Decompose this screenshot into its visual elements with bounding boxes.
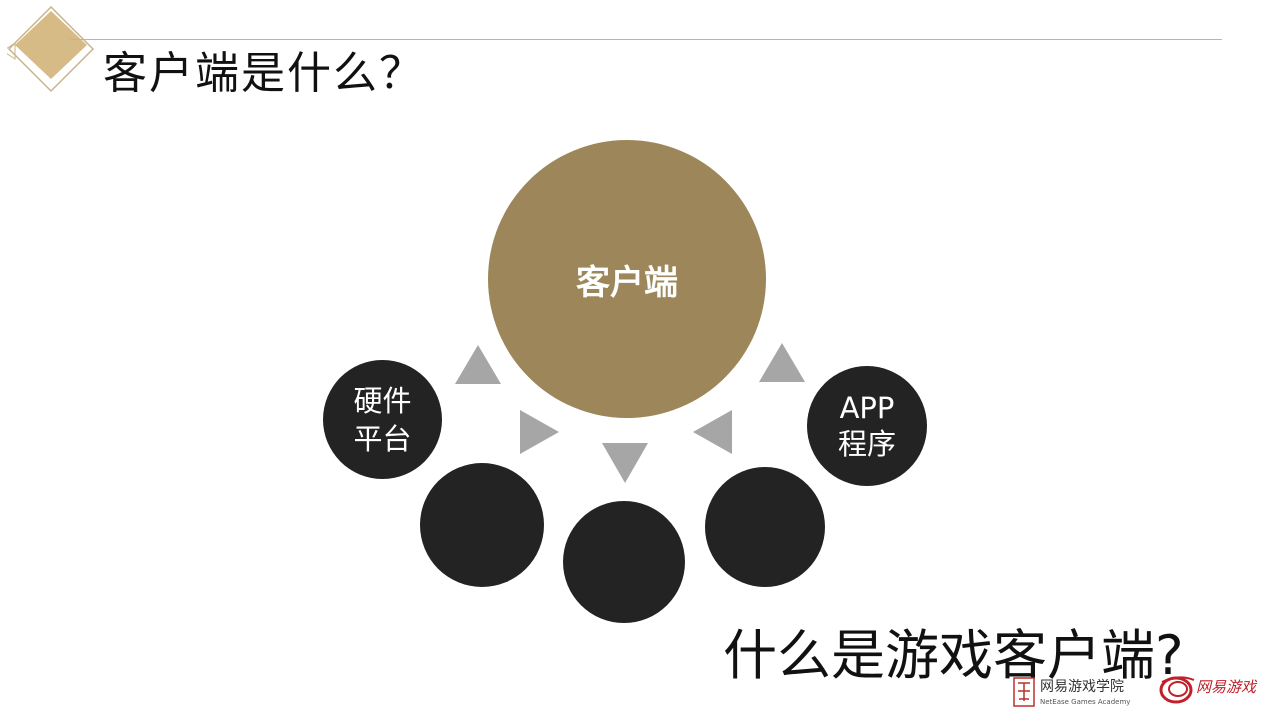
arrow-right-icon: [520, 410, 559, 454]
client-label: 客户端: [576, 262, 678, 303]
app-program-circle: APP 程序: [807, 366, 927, 486]
bottom-center-circle: [563, 501, 685, 623]
bottom-left-circle: [420, 463, 544, 587]
bottom-question: 什么是游戏客户端?: [723, 624, 1184, 687]
arrow-down-icon: [602, 443, 648, 483]
seal-icon: [1013, 677, 1035, 707]
arrow-up-right-icon: [759, 343, 805, 382]
hardware-platform-label: 硬件 平台: [353, 383, 412, 456]
arrow-left-icon: [693, 410, 732, 454]
client-circle: 客户端: [488, 140, 766, 418]
app-program-label: APP 程序: [837, 391, 896, 461]
netease-games-name: 网易游戏: [1196, 678, 1257, 696]
slide-title: 客户端是什么？: [103, 48, 425, 99]
academy-name: 网易游戏学院: [1040, 679, 1124, 695]
netease-logo-icon: [1159, 676, 1195, 704]
bottom-right-circle: [705, 467, 825, 587]
academy-name-english: NetEase Games Academy: [1040, 698, 1131, 706]
arrow-up-left-icon: [455, 345, 501, 384]
header-divider: [70, 39, 1222, 40]
diamond-icon: [7, 5, 95, 93]
hardware-platform-circle: 硬件 平台: [323, 360, 442, 479]
